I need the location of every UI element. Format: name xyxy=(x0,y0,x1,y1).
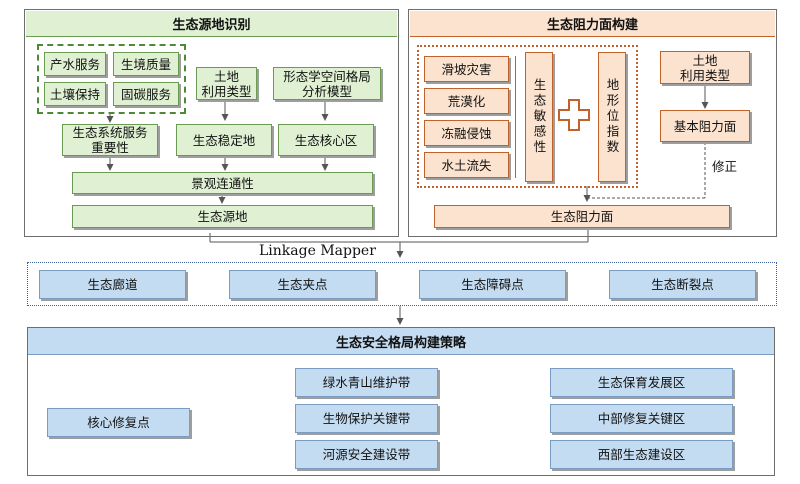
core-repair-points-box: 核心修复点 xyxy=(47,408,190,437)
resistance-surface-box: 生态阻力面 xyxy=(434,205,730,228)
sensitivity-group xyxy=(417,45,638,188)
resistance-land-use-box: 土地 利用类型 xyxy=(660,51,750,84)
land-use-box: 土地 利用类型 xyxy=(196,67,257,100)
freeze-thaw-box: 冻融侵蚀 xyxy=(424,120,509,146)
sensitivity-box: 生态敏感性 xyxy=(525,52,553,182)
elements-group xyxy=(27,262,777,306)
stable-land-box: 生态稳定地 xyxy=(176,124,272,156)
plus-icon xyxy=(558,99,590,131)
hazards-bracket xyxy=(515,56,518,178)
barrier-point-box: 生态障碍点 xyxy=(419,270,566,299)
terrain-index-box: 地形位指数 xyxy=(598,52,626,182)
source-panel xyxy=(24,9,399,237)
zone-box-2: 中部修复关键区 xyxy=(550,404,733,433)
landslide-box: 滑坡灾害 xyxy=(424,56,509,82)
break-point-box: 生态断裂点 xyxy=(609,270,756,299)
services-group xyxy=(37,44,186,114)
base-resistance-box: 基本阻力面 xyxy=(660,110,750,142)
resistance-panel xyxy=(408,9,777,237)
msp-model-box: 形态学空间格局 分析模型 xyxy=(273,67,381,100)
zone-box-3: 西部生态建设区 xyxy=(550,440,733,469)
resistance-panel-title: 生态阻力面构建 xyxy=(410,11,775,37)
desertification-box: 荒漠化 xyxy=(424,88,509,114)
strategy-panel xyxy=(27,327,775,476)
core-area-box: 生态核心区 xyxy=(278,124,374,156)
soil-retention-box: 土壤保持 xyxy=(44,82,106,106)
habitat-quality-box: 生境质量 xyxy=(113,52,179,76)
eco-source-box: 生态源地 xyxy=(72,205,373,228)
correction-label: 修正 xyxy=(712,159,738,174)
corridor-box: 生态廊道 xyxy=(39,270,186,299)
belt-box-2: 生物保护关键带 xyxy=(295,404,438,433)
service-importance-box: 生态系统服务 重要性 xyxy=(62,124,158,156)
strategy-panel-title: 生态安全格局构建策略 xyxy=(28,328,774,355)
carbon-sequestration-box: 固碳服务 xyxy=(113,82,179,106)
soil-erosion-box: 水土流失 xyxy=(424,152,509,178)
zone-box-1: 生态保育发展区 xyxy=(550,368,733,397)
linkage-mapper-label: Linkage Mapper xyxy=(257,243,378,259)
pinch-point-box: 生态夹点 xyxy=(229,270,376,299)
belt-box-3: 河源安全建设带 xyxy=(295,440,438,469)
connectivity-box: 景观连通性 xyxy=(72,172,373,194)
source-panel-title: 生态源地识别 xyxy=(26,11,397,37)
belt-box-1: 绿水青山维护带 xyxy=(295,368,438,397)
water-yield-box: 产水服务 xyxy=(44,52,106,76)
